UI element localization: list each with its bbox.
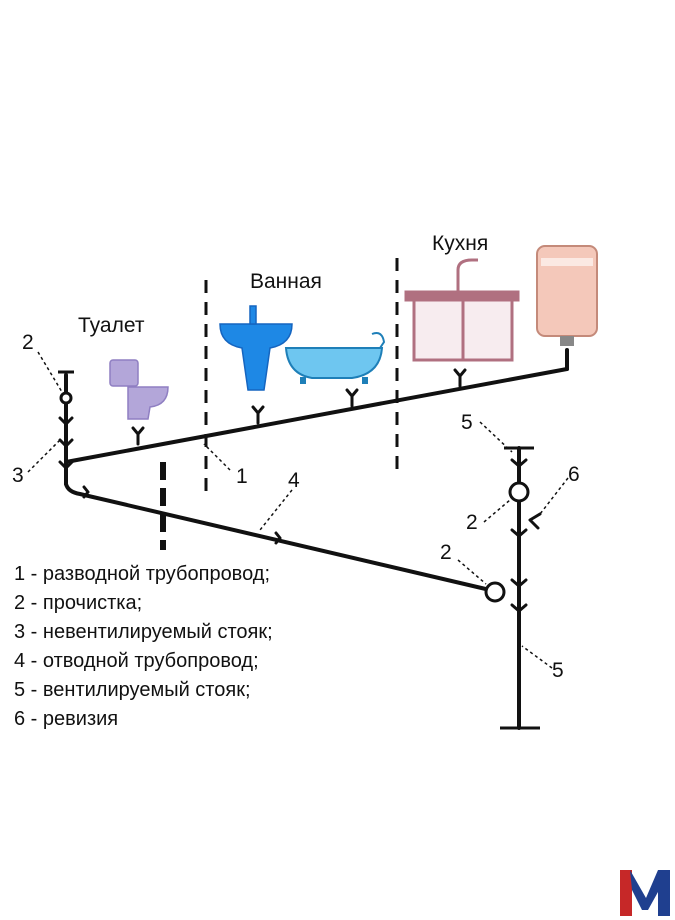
callout-2-top: 2 — [22, 331, 34, 354]
leader-4 — [259, 489, 293, 531]
fitting — [131, 426, 145, 446]
leader-6 — [539, 477, 569, 515]
callout-5-bottom: 5 — [552, 659, 564, 682]
fitting — [345, 388, 359, 408]
leader-5-top — [479, 421, 513, 453]
fitting — [453, 368, 467, 388]
water-heater-icon — [536, 245, 598, 346]
room-label-bathroom: Ванная — [250, 270, 322, 293]
outlet-pipeline — [64, 482, 492, 592]
leader-5-bottom — [521, 645, 553, 669]
fitting — [58, 416, 74, 471]
cleanout-top — [59, 391, 73, 405]
legend-item: 2 - прочистка; — [14, 592, 143, 614]
callout-2-riser: 2 — [466, 511, 478, 534]
fitting — [528, 512, 542, 530]
washbasin-icon — [219, 305, 293, 391]
leader-2-elbow — [457, 559, 487, 585]
cleanout-elbow — [484, 581, 506, 603]
fitting — [510, 458, 528, 613]
cleanout-riser — [508, 481, 530, 503]
callout-2-elbow: 2 — [440, 541, 452, 564]
callout-1: 1 — [236, 465, 248, 488]
callout-3: 3 — [12, 464, 24, 487]
distribution-pipeline — [64, 367, 569, 464]
bathtub-icon — [284, 332, 386, 384]
legend-item: 5 - вентилируемый стояк; — [14, 679, 251, 701]
leader-3 — [27, 439, 61, 473]
legend-item: 6 - ревизия — [14, 708, 119, 730]
leader-1 — [203, 443, 231, 471]
callout-5-top: 5 — [461, 411, 473, 434]
callout-6: 6 — [568, 463, 580, 486]
legend-item: 4 - отводной трубопровод; — [14, 650, 259, 672]
fitting — [251, 405, 265, 425]
room-label-kitchen: Кухня — [432, 232, 489, 255]
legend: 1 - разводной трубопровод; 2 - прочистка… — [14, 560, 273, 734]
fitting — [274, 531, 282, 545]
legend-item: 3 - невентилируемый стояк; — [14, 621, 273, 643]
kitchen-sink-cabinet-icon — [404, 258, 520, 362]
leader-2-top — [37, 351, 63, 393]
toilet-icon — [109, 359, 169, 420]
legend-item: 1 - разводной трубопровод; — [14, 563, 270, 585]
leader-2-riser — [483, 499, 511, 523]
brand-logo-icon — [620, 870, 670, 916]
fitting — [82, 485, 90, 499]
room-label-toilet: Туалет — [78, 314, 145, 337]
callout-4: 4 — [288, 469, 300, 492]
